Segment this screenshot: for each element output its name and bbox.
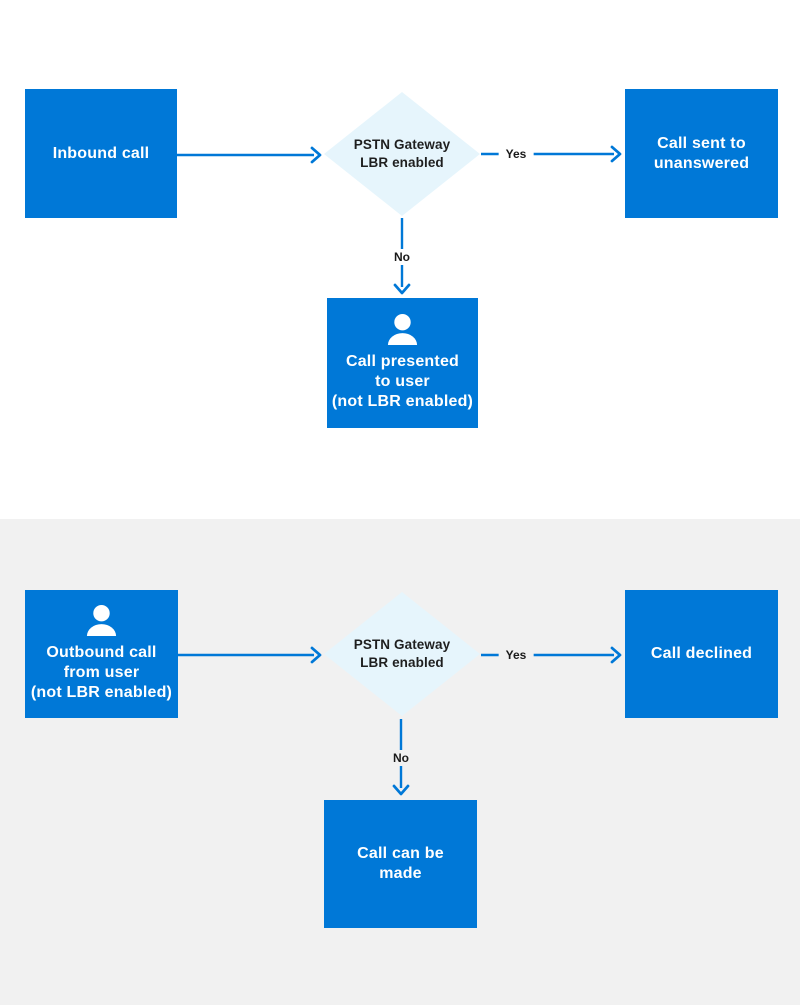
call-can-be-made-box: Call can be made [324, 800, 477, 928]
yes-label: Yes [498, 647, 534, 663]
call-declined-box: Call declined [625, 590, 778, 718]
call-sent-to-unanswered-box: Call sent to unanswered [625, 89, 778, 218]
call-presented-to-user-label: Call presented to user (not LBR enabled) [331, 353, 474, 410]
outbound-call-label: Outbound call from user (not LBR enabled… [30, 644, 173, 701]
arrow-outbound-to-decision [178, 646, 322, 664]
call-presented-to-user-box: Call presented to user (not LBR enabled) [327, 298, 478, 428]
person-icon [85, 605, 118, 636]
yes-label: Yes [498, 146, 534, 162]
inbound-call-box: Inbound call [25, 89, 177, 218]
arrow-inbound-to-decision [177, 146, 322, 164]
no-label: No [386, 750, 416, 766]
call-can-be-made-label: Call can be made [357, 845, 444, 882]
outbound-call-box: Outbound call from user (not LBR enabled… [25, 590, 178, 718]
inbound-call-label: Inbound call [52, 144, 150, 162]
call-declined-label: Call declined [650, 645, 753, 662]
decision-diamond-inbound-label: PSTN Gateway LBR enabled [353, 137, 451, 170]
person-icon [386, 314, 419, 345]
no-label: No [387, 249, 417, 265]
decision-diamond-outbound-label: PSTN Gateway LBR enabled [353, 637, 451, 670]
call-sent-to-unanswered-label: Call sent to unanswered [653, 134, 750, 172]
